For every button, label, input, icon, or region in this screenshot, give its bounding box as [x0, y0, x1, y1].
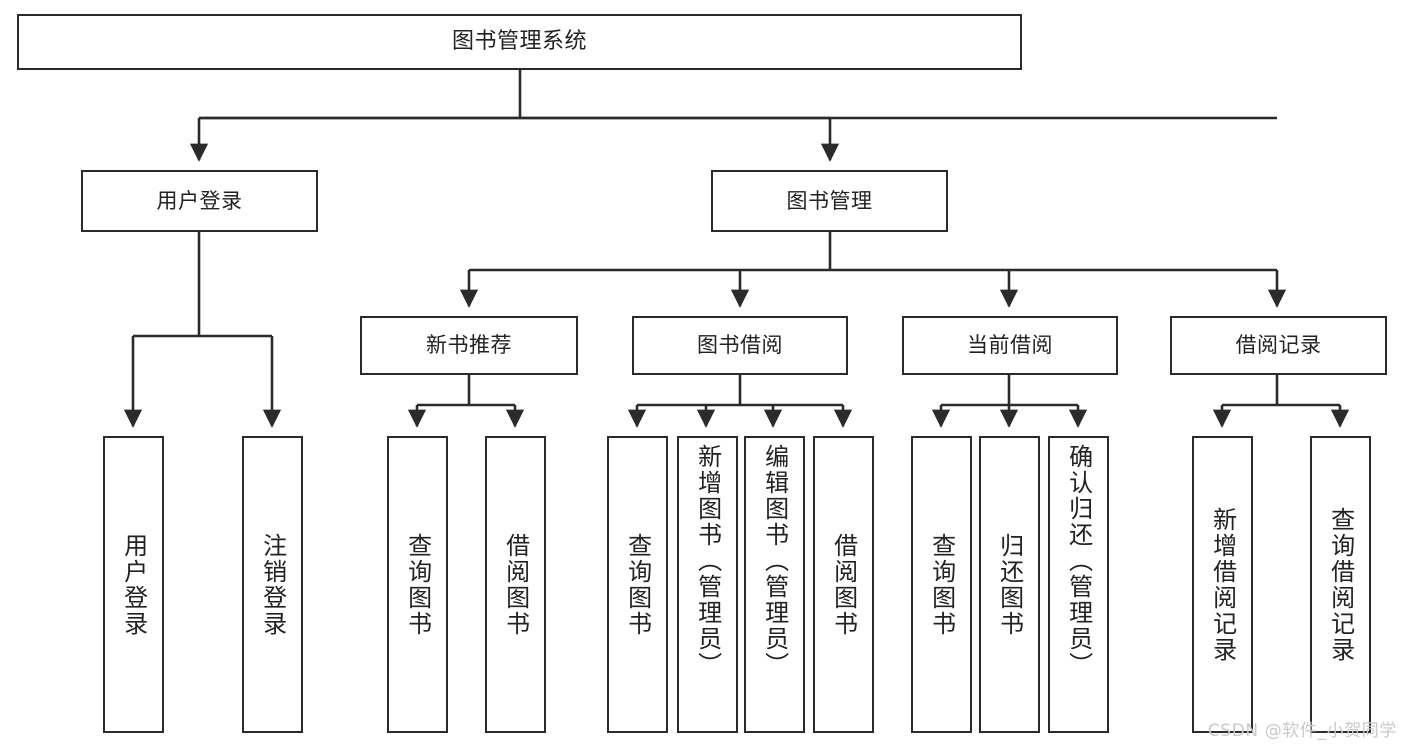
leaf-current-query-book[interactable]: 查询图书 — [911, 436, 972, 733]
leaf-user-logout[interactable]: 注销登录 — [242, 436, 303, 733]
node-user-login[interactable]: 用户登录 — [81, 170, 318, 232]
leaf-borrow-do-borrow[interactable]: 借阅图书 — [813, 436, 874, 733]
node-book-borrow[interactable]: 图书借阅 — [632, 316, 848, 375]
node-root[interactable]: 图书管理系统 — [17, 14, 1022, 70]
leaf-current-query-book-label: 查询图书 — [927, 532, 956, 637]
leaf-current-return-book[interactable]: 归还图书 — [979, 436, 1040, 733]
node-new-book-rec[interactable]: 新书推荐 — [360, 316, 578, 375]
node-borrow-record-label: 借阅记录 — [1235, 333, 1322, 358]
leaf-borrow-query-book-label: 查询图书 — [623, 532, 652, 637]
node-root-label: 图书管理系统 — [451, 29, 587, 55]
leaf-borrow-edit-book[interactable]: 编辑图书（管理员） — [744, 436, 805, 733]
leaf-current-confirm-return[interactable]: 确认归还（管理员） — [1048, 436, 1109, 733]
leaf-user-logout-label: 注销登录 — [258, 532, 287, 637]
leaf-record-search-label: 查询借阅记录 — [1326, 506, 1355, 663]
leaf-borrow-query-book[interactable]: 查询图书 — [607, 436, 668, 733]
leaf-borrow-add-book-label: 新增图书（管理员） — [693, 444, 722, 678]
leaf-user-login-label: 用户登录 — [119, 532, 148, 637]
node-current-borrow[interactable]: 当前借阅 — [902, 316, 1118, 375]
leaf-record-add-label: 新增借阅记录 — [1208, 506, 1237, 663]
leaf-borrow-edit-book-label: 编辑图书（管理员） — [760, 444, 789, 678]
leaf-rec-query-book[interactable]: 查询图书 — [387, 436, 448, 733]
leaf-record-add[interactable]: 新增借阅记录 — [1192, 436, 1253, 733]
leaf-borrow-do-borrow-label: 借阅图书 — [829, 532, 858, 637]
node-borrow-record[interactable]: 借阅记录 — [1170, 316, 1387, 375]
node-book-manage[interactable]: 图书管理 — [711, 170, 948, 232]
leaf-rec-query-book-label: 查询图书 — [403, 532, 432, 637]
node-new-book-rec-label: 新书推荐 — [426, 333, 512, 358]
leaf-rec-borrow-book-label: 借阅图书 — [501, 532, 530, 637]
node-current-borrow-label: 当前借阅 — [967, 333, 1053, 358]
csdn-watermark: CSDN @软件_小贺同学 — [1207, 721, 1397, 741]
leaf-borrow-add-book[interactable]: 新增图书（管理员） — [677, 436, 738, 733]
leaf-current-confirm-return-label: 确认归还（管理员） — [1064, 444, 1093, 678]
leaf-rec-borrow-book[interactable]: 借阅图书 — [485, 436, 546, 733]
leaf-current-return-book-label: 归还图书 — [995, 532, 1024, 637]
leaf-user-login[interactable]: 用户登录 — [103, 436, 164, 733]
leaf-record-search[interactable]: 查询借阅记录 — [1310, 436, 1371, 733]
node-book-manage-label: 图书管理 — [786, 188, 873, 213]
node-user-login-label: 用户登录 — [156, 188, 243, 213]
node-book-borrow-label: 图书借阅 — [697, 333, 783, 358]
